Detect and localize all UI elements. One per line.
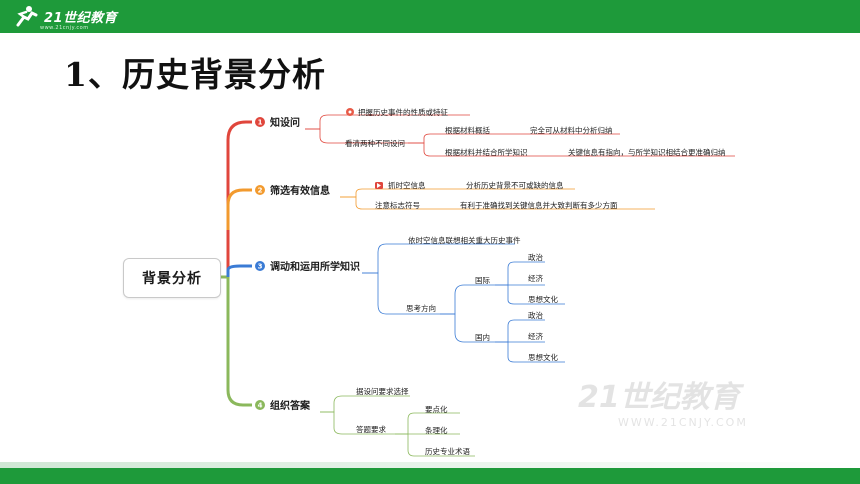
- branch-3-label: 调动和运用所学知识: [270, 260, 360, 273]
- number-badge-1: [255, 117, 265, 127]
- branch-1-item-4: 完全可从材料中分析归纳: [530, 125, 613, 135]
- mindmap-root-node[interactable]: 背景分析: [123, 258, 221, 298]
- watermark-url: WWW.21CNJY.COM: [618, 416, 748, 429]
- branch-line-3: [226, 264, 252, 277]
- branch-1-item-2: 看清两种不同设问: [345, 138, 405, 148]
- branch-2-item-2: 分析历史背景不可或缺的信息: [466, 180, 564, 190]
- branch-1-number: 1: [258, 119, 263, 127]
- branch-2-item-3: 注意标志符号: [375, 200, 420, 210]
- watermark: 21世纪教育 WWW.21CNJY.COM: [578, 372, 748, 429]
- branch-4-number: 4: [258, 402, 263, 410]
- branch-1-item-5: 根据材料并结合所学知识: [445, 147, 528, 157]
- branch-3-item-5: 经济: [528, 273, 543, 283]
- branch-4-item-5: 历史专业术语: [425, 446, 470, 456]
- branch-1[interactable]: 1 知设问 把握历史事件的性质或特征 看清两种不同设问 根据材料概括 完全可从材…: [255, 107, 735, 157]
- branch-line-4: [226, 277, 252, 407]
- watermark-text: 21世纪教育: [578, 380, 740, 415]
- branch-4-label: 组织答案: [270, 399, 311, 412]
- header-bar: 21世纪教育 www.21cnjy.com: [0, 0, 860, 33]
- branch-1-item-3: 根据材料概括: [445, 125, 490, 135]
- branch-3-item-2: 思考方向: [406, 303, 436, 313]
- logo-url: www.21cnjy.com: [40, 25, 89, 31]
- logo-text: 21世纪教育: [44, 10, 118, 26]
- runner-icon: [16, 6, 38, 27]
- branch-3-item-6: 思想文化: [528, 294, 558, 304]
- branch-3[interactable]: 3 调动和运用所学知识 依时空信息联想相关重大历史事件 思考方向 国际 国内 政…: [255, 235, 565, 363]
- branch-3-item-3: 国际: [475, 276, 490, 285]
- branch-3-item-1: 依时空信息联想相关重大历史事件: [408, 235, 521, 245]
- branch-3-item-8: 政治: [528, 310, 543, 320]
- branch-line-2: [226, 188, 252, 230]
- branch-4-item-2: 答题要求: [356, 424, 386, 434]
- branch-3-item-7: 国内: [475, 332, 490, 342]
- branch-4-item-4: 条理化: [425, 425, 448, 435]
- bottom-decoration: [0, 462, 860, 468]
- branch-1-item-1: 把握历史事件的性质或特征: [358, 107, 448, 117]
- number-badge-3: [255, 261, 265, 271]
- branch-1-label: 知设问: [269, 116, 300, 129]
- branch-2[interactable]: 2 筛选有效信息 抓时空信息 分析历史背景不可或缺的信息 注意标志符号 有利于准…: [255, 180, 655, 210]
- branch-3-item-4: 政治: [528, 252, 543, 262]
- branch-2-item-1: 抓时空信息: [388, 180, 426, 190]
- branch-4-item-3: 要点化: [425, 404, 448, 414]
- root-label: 背景分析: [142, 271, 202, 287]
- branch-3-number: 3: [258, 263, 263, 271]
- branch-3-item-9: 经济: [528, 331, 543, 341]
- branch-2-item-4: 有利于准确找到关键信息并大致判断有多少方面: [460, 200, 618, 210]
- branch-4[interactable]: 4 组织答案 据设问要求选择 答题要求 要点化 条理化 历史专业术语: [255, 386, 475, 457]
- number-badge-4: [255, 400, 265, 410]
- branch-2-number: 2: [258, 187, 263, 195]
- branch-4-item-1: 据设问要求选择: [356, 386, 409, 396]
- branch-line-1: [226, 120, 252, 277]
- slide-title: 1、历史背景分析: [64, 55, 326, 94]
- branch-3-item-10: 思想文化: [528, 352, 558, 362]
- site-logo[interactable]: 21世纪教育: [14, 3, 117, 29]
- branch-1-item-6: 关键信息有指向，与所学知识相结合更准确归纳: [568, 147, 726, 157]
- number-badge-2: [255, 185, 265, 195]
- branch-2-label: 筛选有效信息: [270, 184, 330, 197]
- footer-bar: [0, 468, 860, 484]
